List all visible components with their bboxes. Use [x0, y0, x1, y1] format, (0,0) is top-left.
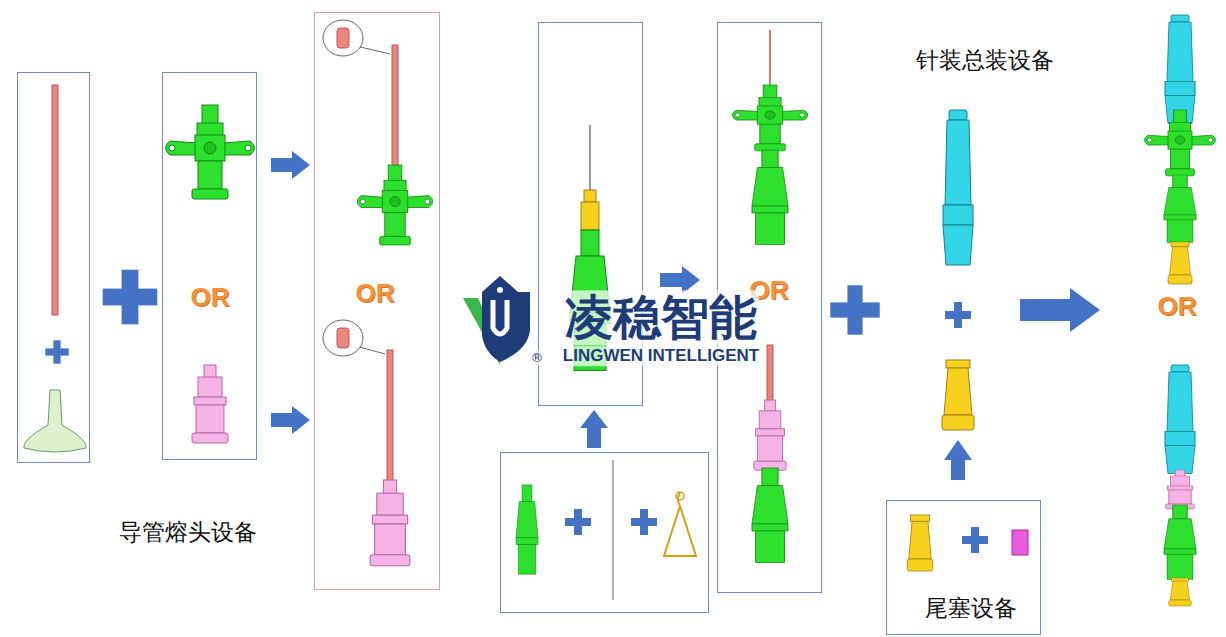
up-arrow: [580, 410, 608, 448]
flow-arrow: [271, 413, 292, 427]
flow-arrow: [271, 158, 292, 172]
needle-assembly: [581, 202, 599, 230]
process-title: 导管熔头设备: [119, 519, 257, 545]
catheter-parts: [24, 390, 86, 452]
assembled-catheters: [752, 150, 788, 245]
cap-parts: [945, 302, 971, 328]
catheter-parts: [24, 85, 86, 452]
registered-mark: ®: [531, 351, 544, 366]
final-products: [1168, 242, 1192, 284]
hub-parts: [166, 105, 255, 443]
catheter-parts: [52, 85, 58, 315]
fused-catheters: [323, 320, 363, 356]
logo-icon: [463, 276, 530, 365]
fused-catheters: [337, 28, 349, 48]
final-products: [1164, 175, 1196, 243]
fused-catheters: [387, 350, 393, 485]
fused-catheters: [357, 165, 433, 245]
equipment-box: 尾塞设备: [886, 500, 1041, 635]
process-box: OR: [314, 12, 440, 590]
final-products: [1165, 365, 1195, 474]
fused-catheters: [323, 20, 363, 56]
logo-icon: [482, 276, 530, 362]
fused-catheters: [323, 20, 433, 566]
needle-parts: [676, 492, 684, 500]
cap-parts: [942, 360, 974, 430]
assembled-catheters: [752, 468, 788, 563]
big-arrow: [1020, 288, 1100, 332]
fused-catheters: [370, 480, 410, 566]
needle-assembly: [589, 125, 591, 192]
box-outlines: [18, 73, 90, 463]
needle-parts: [516, 485, 538, 574]
needle-parts: [612, 460, 614, 600]
or-label: OR: [191, 283, 230, 313]
logo-icon: [497, 287, 503, 293]
needle-parts: [565, 509, 591, 535]
assembled-catheters: [732, 85, 808, 151]
logo-icon: [493, 300, 507, 334]
cap-parts: [907, 515, 933, 571]
needle-parts: [631, 509, 657, 535]
cap-parts: [1012, 530, 1028, 555]
final-products: [1165, 15, 1195, 124]
final-products: [1169, 578, 1191, 606]
watermark: LINGWEN INTELLIGENT: [561, 346, 761, 366]
process-title: 针装总装设备: [916, 47, 1054, 73]
needle-parts: [664, 492, 696, 556]
plus-symbol: [103, 270, 158, 325]
or-label: OR: [356, 279, 395, 309]
needle-assembly: [584, 190, 596, 202]
fused-catheters: [392, 45, 398, 170]
process-box: OR: [162, 72, 257, 460]
catheter-parts: [45, 340, 68, 363]
hub-parts: [166, 105, 255, 199]
final-products: [1144, 110, 1215, 176]
assembled-catheters: [754, 400, 786, 470]
fused-catheters: [337, 328, 349, 348]
final-products: [1144, 15, 1215, 606]
hub-parts: [192, 365, 228, 443]
cap-parts: [907, 110, 1028, 571]
cap-parts: [962, 527, 988, 553]
final-products: [1164, 505, 1196, 579]
assembled-catheters: [767, 345, 773, 405]
cap-parts: [944, 440, 972, 480]
or-label: OR: [1158, 292, 1197, 322]
cap-parts: [943, 110, 973, 265]
final-products: [1166, 470, 1195, 509]
box-outlines: [501, 453, 709, 613]
fused-catheters: [356, 46, 390, 54]
plus-symbol: [830, 285, 879, 334]
needle-parts: [516, 460, 696, 600]
equipment-name: 尾塞设备: [925, 595, 1017, 621]
watermark: 凌稳智能: [563, 290, 759, 345]
assembled-catheters: [769, 30, 771, 90]
